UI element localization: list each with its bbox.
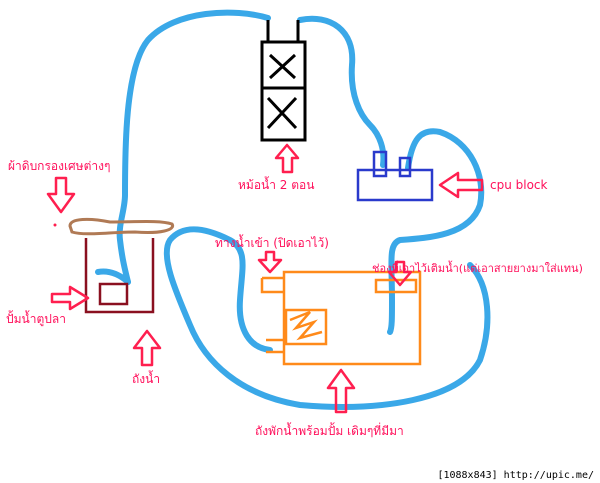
- cpu-block: [356, 150, 434, 202]
- arrow-reservoir-icon: [326, 368, 356, 414]
- arrow-filter-icon: [46, 176, 76, 214]
- tube-reservoir-loop: [163, 226, 491, 410]
- cloth-filter-band: [68, 217, 175, 236]
- arrow-radiator-icon: [274, 143, 300, 174]
- tube-radiator-to-filter: [116, 9, 271, 285]
- radiator: [260, 20, 307, 142]
- fish-tank: [84, 238, 155, 314]
- image-footer: [1088x843] http://upic.me/: [435, 470, 596, 481]
- label-cpu-block: cpu block: [490, 178, 548, 192]
- label-fill-port: ช่องที่เอาไว้เติมน้ำ(แต่เอาสายยางมาใส่แท…: [372, 262, 583, 275]
- arrows: [46, 143, 484, 414]
- reservoir-body: [282, 270, 422, 366]
- label-radiator: หม้อน้ำ 2 ตอน: [238, 178, 315, 192]
- arrow-pump-icon: [50, 285, 90, 311]
- arrow-inlet-icon: [257, 250, 283, 274]
- arrow-cpu-icon: [438, 171, 484, 199]
- cpu-fitting-left: [372, 150, 388, 178]
- radiator-x-bottom-icon: [266, 96, 298, 130]
- stray-dot: [53, 223, 57, 227]
- tube-pump-link: [95, 268, 131, 285]
- reservoir: [260, 270, 422, 366]
- aquarium-pump: [98, 282, 129, 306]
- pump-body: [98, 282, 129, 306]
- label-inlet: ทางน้ำเข้า (ปิดเอาไว้): [215, 236, 329, 250]
- radiator-section-bottom: [260, 86, 307, 142]
- tube-radiator-to-cpu: [297, 15, 387, 168]
- cpu-block-body: [356, 168, 434, 202]
- label-filter: ผ้าดิบกรองเศษต่างๆ: [8, 159, 111, 173]
- cpu-fitting-right: [398, 156, 412, 178]
- reservoir-bottom-port: [266, 338, 284, 354]
- label-tank: ถังน้ำ: [132, 372, 161, 386]
- reservoir-pump-box: [284, 308, 328, 346]
- arrow-fillport-icon: [387, 260, 413, 287]
- cloth-filter: [68, 217, 175, 236]
- arrow-tank-icon: [132, 329, 162, 367]
- water-tube: [95, 9, 491, 410]
- tube-cpu-to-fillport: [387, 128, 485, 335]
- radiator-nozzles: [266, 20, 300, 42]
- label-reservoir: ถังพักน้ำพร้อมปั้ม เดิมๆที่มีมา: [255, 424, 404, 438]
- label-pump: ปั้มน้ำตูปลา: [6, 312, 66, 326]
- tank-outline: [84, 238, 155, 314]
- radiator-x-top-icon: [268, 53, 297, 80]
- reservoir-pump-zigzag: [289, 310, 323, 341]
- reservoir-inlet-stub: [260, 276, 284, 294]
